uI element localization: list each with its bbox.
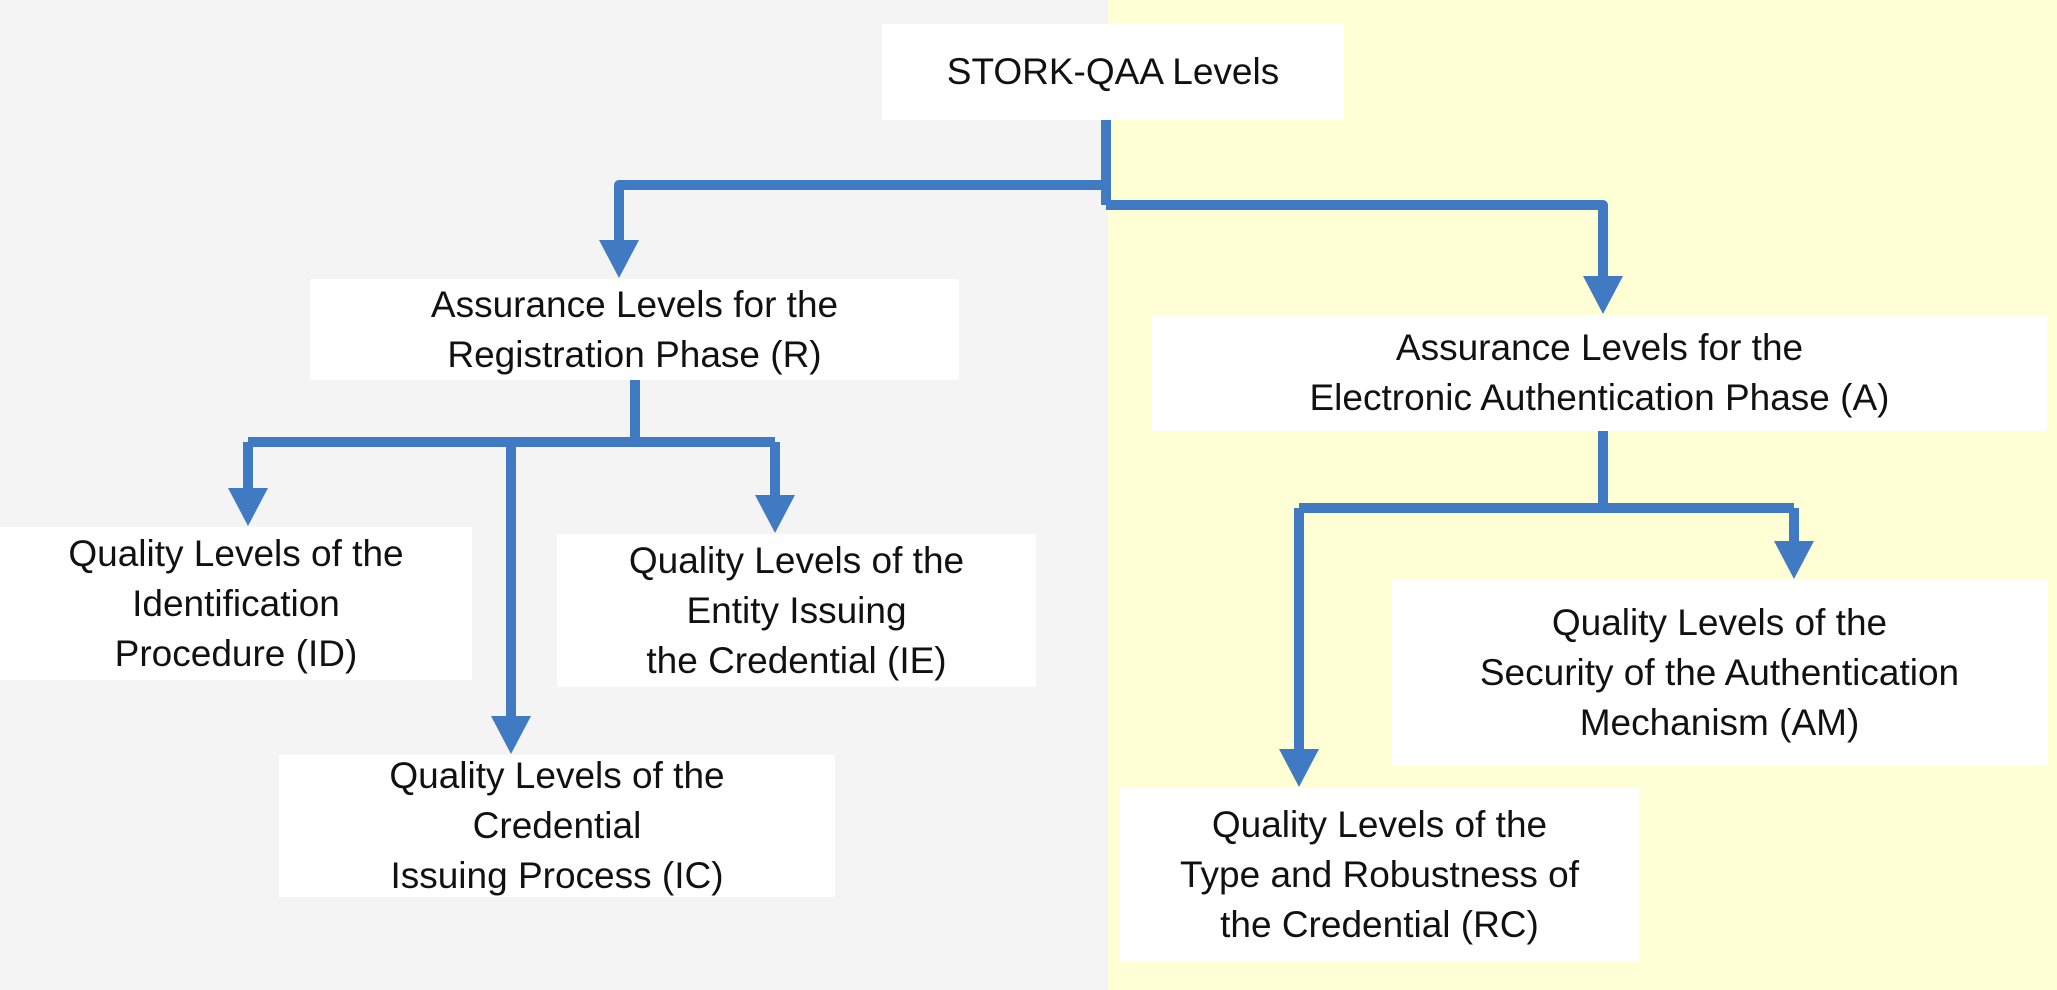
identification-procedure-node: Quality Levels of the Identification Pro… — [0, 527, 472, 680]
arrowhead-robustness — [1279, 749, 1319, 787]
arrowhead-entity-issuing — [755, 495, 795, 533]
registration-phase-node: Assurance Levels for the Registration Ph… — [310, 279, 959, 380]
entity-issuing-node: Quality Levels of the Entity Issuing the… — [557, 534, 1036, 687]
root-node: STORK-QAA Levels — [882, 24, 1344, 120]
credential-robustness-node: Quality Levels of the Type and Robustnes… — [1120, 788, 1639, 962]
arrowhead-authentication — [1583, 276, 1623, 314]
connector-root-left-branch — [614, 180, 1106, 245]
arrowhead-auth-mechanism — [1774, 541, 1814, 579]
connector-root-right-branch — [1106, 200, 1608, 280]
authentication-mechanism-node: Quality Levels of the Security of the Au… — [1391, 579, 2048, 766]
arrowhead-identification — [228, 488, 268, 526]
arrowhead-issuing-process — [491, 716, 531, 754]
credential-issuing-process-node: Quality Levels of the Credential Issuing… — [279, 755, 835, 897]
arrowhead-registration — [599, 240, 639, 278]
authentication-phase-node: Assurance Levels for the Electronic Auth… — [1152, 315, 2047, 431]
